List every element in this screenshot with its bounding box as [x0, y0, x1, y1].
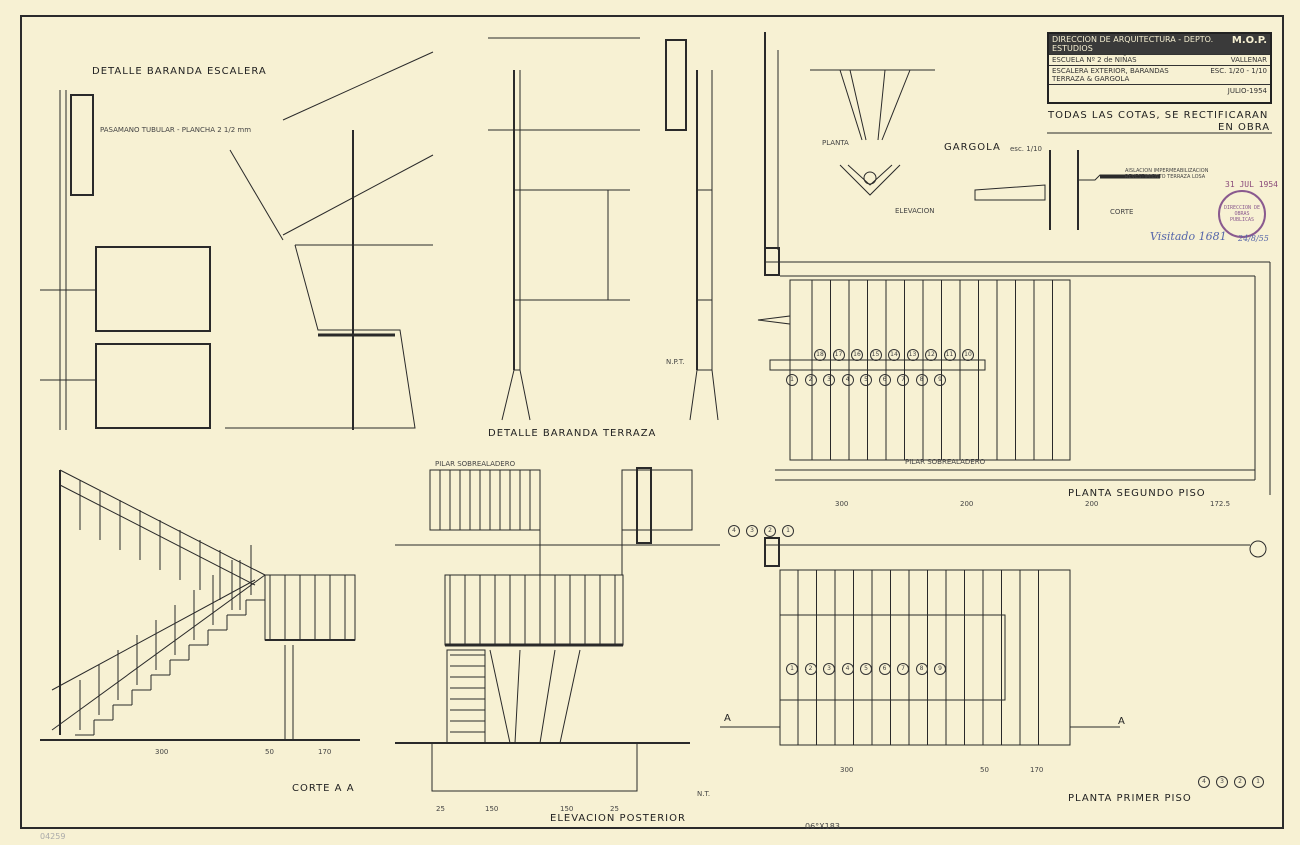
dimension-label: 25 [610, 805, 619, 813]
label-gargoyle-section: CORTE [1110, 208, 1134, 216]
gargoyle-detail [764, 32, 1160, 276]
step-number: 5 [860, 374, 872, 386]
annotation-pasamano: PASAMANO TUBULAR - PLANCHA 2 1/2 mm [100, 126, 252, 134]
annotation-pillar-1: PILAR SOBREALADERO [435, 460, 516, 468]
label-gargoyle-plan: PLANTA [822, 139, 849, 147]
step-number: 6 [878, 663, 891, 675]
dimension-label: 150 [560, 805, 574, 813]
signature: Visitado 1681 [1150, 230, 1227, 243]
step-number: 8 [915, 374, 928, 386]
dimension-label: 170 [1030, 766, 1044, 774]
grid-mark: 1 [782, 525, 794, 537]
step-number: 10 [962, 349, 974, 361]
sheet-frame [20, 15, 1284, 829]
grid-mark: 4 [1198, 776, 1210, 788]
plan-second-floor [757, 261, 1271, 495]
dimension-label: 170 [318, 748, 332, 756]
step-number: 15 [869, 349, 882, 361]
grid-mark: 3 [1216, 776, 1228, 788]
step-number: 17 [832, 349, 845, 361]
step-number: 3 [823, 374, 835, 386]
label-plan-second-floor: PLANTA SEGUNDO PISO [1068, 488, 1206, 499]
step-number: 2 [804, 374, 817, 386]
step-number: 4 [841, 663, 854, 675]
label-gargoyle-elevation: ELEVACION [895, 207, 935, 215]
dimension-label: 300 [840, 766, 854, 774]
plan-first-floor [720, 537, 1267, 746]
step-number: 9 [934, 663, 946, 675]
title-block-office: DIRECCION DE ARQUITECTURA - DEPTO. ESTUD… [1052, 35, 1214, 53]
dimension-label: 172.5 [1210, 500, 1231, 508]
step-number: 16 [851, 349, 863, 361]
section-mark-a-right: A [1118, 716, 1126, 727]
sheet-code: 06°X183 [805, 822, 840, 831]
dimension-label: 200 [1085, 500, 1099, 508]
detail-stair-railing [40, 51, 434, 430]
step-number: 18 [814, 349, 826, 361]
step-number: 7 [897, 374, 909, 386]
step-number: 8 [915, 663, 928, 675]
title-block-subject-row: ESCALERA EXTERIOR, BARANDAS TERRAZA & GA… [1049, 66, 1270, 85]
title-block-date: JULIO-1954 [1227, 87, 1267, 95]
annotation-pillar-2: PILAR SOBREALADERO [905, 458, 986, 466]
seal-text: DIRECCION DE OBRAS PUBLICAS [1223, 204, 1261, 223]
rear-elevation [395, 467, 720, 792]
archive-number: 04259 [40, 832, 66, 841]
title-block-date-row: JULIO-1954 [1049, 85, 1270, 97]
dimension-label: 50 [265, 748, 274, 756]
grid-mark: 2 [764, 525, 776, 537]
step-number: 4 [841, 374, 854, 386]
dimension-label: 50 [980, 766, 989, 774]
grid-mark: 4 [728, 525, 740, 537]
annotation-waterproofing: AISLACION IMPERMEABILIZACION REVESTIMIEN… [1125, 168, 1209, 180]
dimension-label: 150 [485, 805, 499, 813]
annotation-npt: N.P.T. [666, 358, 685, 366]
note-line-2: EN OBRA [1218, 122, 1271, 133]
label-detail-stair-railing: DETALLE BARANDA ESCALERA [92, 66, 267, 77]
step-number: 13 [906, 349, 919, 361]
official-seal: DIRECCION DE OBRAS PUBLICAS [1218, 190, 1266, 238]
step-number: 2 [804, 663, 817, 675]
grid-mark: 2 [1234, 776, 1246, 788]
dimension-label: 200 [960, 500, 974, 508]
section-aa [40, 469, 360, 741]
label-section-aa: CORTE A A [292, 783, 355, 794]
step-number: 5 [860, 663, 872, 675]
dimension-label: 25 [436, 805, 445, 813]
label-gargoyle-scale: esc. 1/10 [1010, 145, 1042, 153]
grid-mark: 1 [1252, 776, 1264, 788]
step-number: 12 [925, 349, 937, 361]
step-number: 1 [786, 374, 798, 386]
title-block: DIRECCION DE ARQUITECTURA - DEPTO. ESTUD… [1047, 32, 1272, 104]
title-block-subject: ESCALERA EXTERIOR, BARANDAS TERRAZA & GA… [1052, 67, 1169, 83]
step-number: 1 [786, 663, 798, 675]
detail-terrace-railing [488, 37, 719, 421]
title-block-city: VALLENAR [1230, 56, 1267, 64]
grid-mark: 3 [746, 525, 758, 537]
label-plan-first-floor: PLANTA PRIMER PISO [1068, 793, 1192, 804]
step-number: 11 [943, 349, 956, 361]
title-block-school: ESCUELA Nº 2 de NIÑAS [1052, 56, 1137, 64]
dimension-label: 300 [835, 500, 849, 508]
annotation-nt: N.T. [697, 790, 711, 798]
label-rear-elevation: ELEVACION POSTERIOR [550, 813, 686, 824]
title-block-header: DIRECCION DE ARQUITECTURA - DEPTO. ESTUD… [1049, 34, 1270, 55]
title-block-project: ESCUELA Nº 2 de NIÑAS VALLENAR [1049, 55, 1270, 66]
title-block-scale: ESC. 1/20 - 1/10 [1210, 67, 1267, 75]
step-number: 7 [897, 663, 909, 675]
title-block-agency: M.O.P. [1231, 35, 1267, 46]
label-gargoyle: GARGOLA [944, 142, 1001, 153]
dimension-label: 300 [155, 748, 169, 756]
step-number: 14 [888, 349, 900, 361]
date-stamp: 31 JUL 1954 [1225, 180, 1278, 189]
signature-date: 24/8/55 [1238, 234, 1269, 243]
step-number: 9 [934, 374, 946, 386]
note-line-1: TODAS LAS COTAS, SE RECTIFICARAN [1048, 110, 1269, 121]
label-detail-terrace-railing: DETALLE BARANDA TERRAZA [488, 428, 657, 439]
section-mark-a-left: A [724, 713, 732, 724]
step-number: 3 [823, 663, 835, 675]
step-number: 6 [878, 374, 891, 386]
